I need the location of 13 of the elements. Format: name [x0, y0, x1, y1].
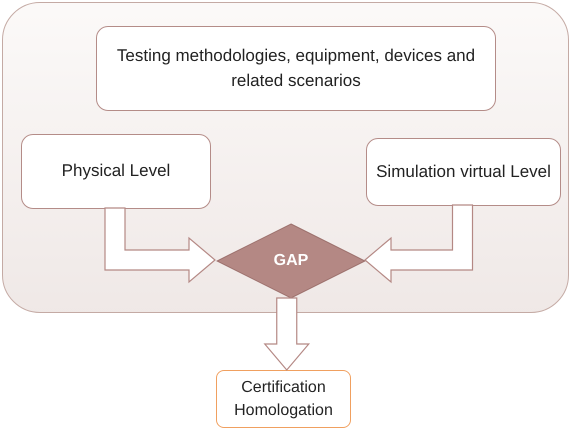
process-box [366, 138, 561, 206]
box-label: Testing methodologies, equipment, devices and related scenarios [116, 44, 476, 92]
block-arrow [364, 204, 474, 284]
block-arrow [104, 207, 216, 284]
diamond-label: GAP [272, 251, 310, 272]
process-box [216, 370, 351, 428]
box-label: Certification Homologation [233, 378, 334, 421]
process-box [21, 134, 211, 209]
block-arrow [263, 297, 310, 371]
process-box [96, 26, 496, 111]
box-label: Physical Level [60, 160, 172, 182]
box-label: Simulation virtual Level [375, 160, 552, 183]
panel-background [2, 2, 569, 313]
